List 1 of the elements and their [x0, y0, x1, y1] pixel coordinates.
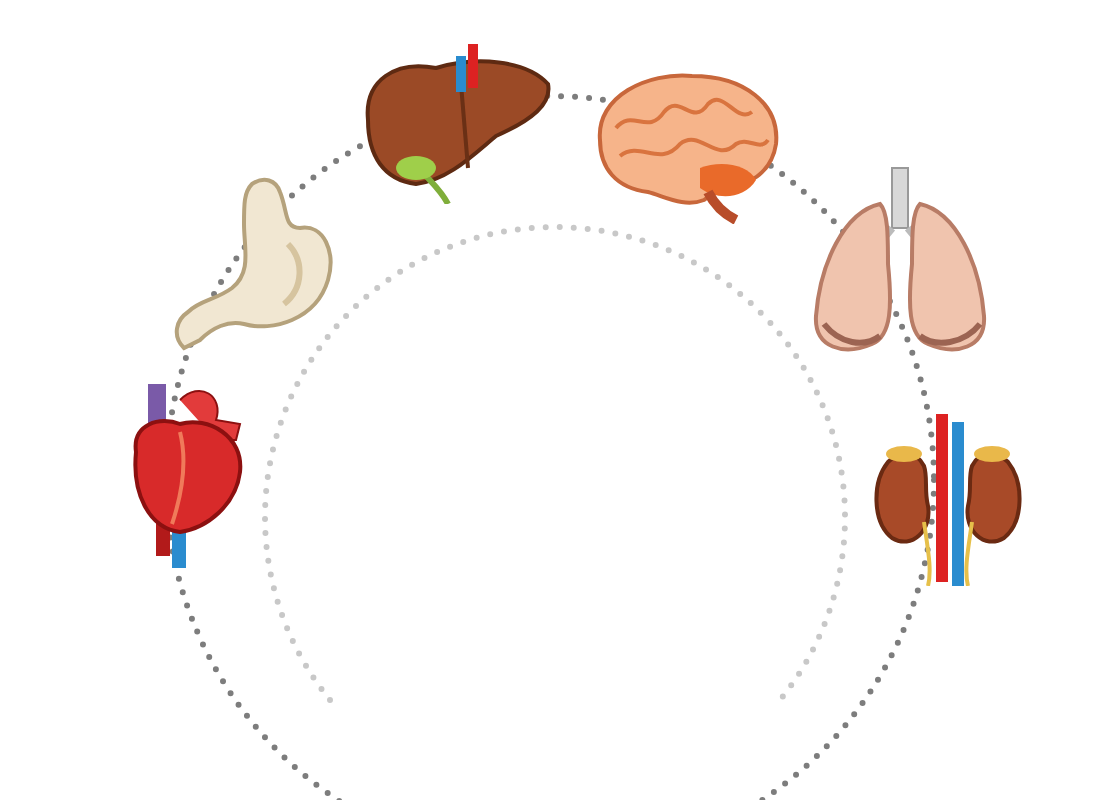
kidneys-drawing [868, 410, 1028, 586]
